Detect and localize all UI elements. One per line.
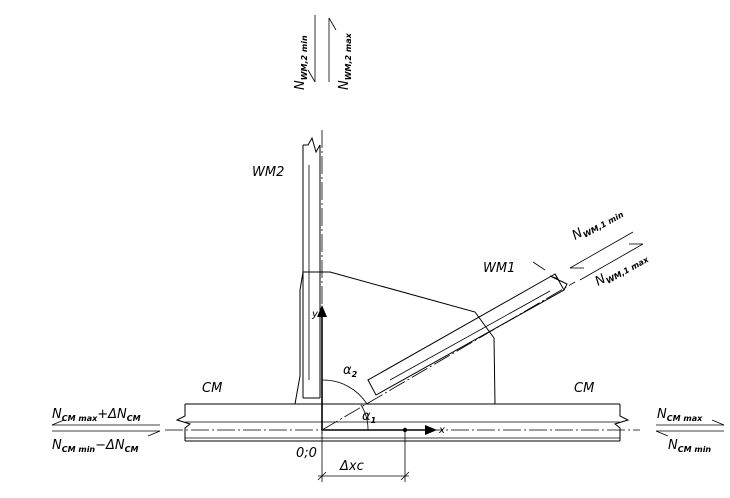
cm-right-force-arrows: NCM max NCM min — [655, 407, 725, 454]
offset-label: Δxc — [339, 459, 364, 474]
wm1-force-arrows: NWM,1 min NWM,1 max — [570, 204, 651, 290]
offset-dimension: Δxc — [317, 432, 410, 482]
cm-left-bottom-force-label: NCM min−ΔNCM — [52, 438, 139, 454]
chord-member — [165, 403, 640, 442]
cm-left-label: CM — [202, 381, 222, 396]
centroid-point — [402, 427, 408, 433]
wm2-force-arrows: NWM,2 min NWM,2 max — [293, 15, 353, 90]
cm-left-force-arrows: NCM max+ΔNCM NCM min−ΔNCM — [51, 407, 161, 454]
web-member-1 — [321, 261, 576, 431]
gusset-plate — [294, 271, 496, 405]
origin-label: 0;0 — [296, 446, 317, 461]
x-axis-label: x — [438, 425, 445, 436]
cm-right-label: CM — [574, 381, 594, 396]
y-arrow-icon — [317, 305, 327, 317]
wm1-max-force-label: NWM,1 max — [593, 248, 651, 290]
wm2-max-force-label: NWM,2 max — [337, 32, 353, 90]
y-axis-label: y — [311, 309, 319, 320]
cm-right-top-force-label: NCM max — [657, 407, 703, 423]
wm2-label: WM2 — [252, 165, 284, 180]
local-axes: x y 0;0 — [296, 305, 445, 461]
x-arrow-icon — [425, 425, 437, 435]
alpha2-label: α2 — [343, 363, 358, 379]
wm1-min-force-label: NWM,1 min — [570, 204, 626, 245]
wm2-min-force-label: NWM,2 min — [293, 35, 309, 90]
cm-left-top-force-label: NCM max+ΔNCM — [52, 407, 141, 423]
wm1-label: WM1 — [483, 261, 515, 276]
cm-right-bottom-force-label: NCM min — [668, 438, 711, 454]
web-member-2 — [302, 130, 323, 440]
alpha1-label: α1 — [362, 409, 376, 425]
